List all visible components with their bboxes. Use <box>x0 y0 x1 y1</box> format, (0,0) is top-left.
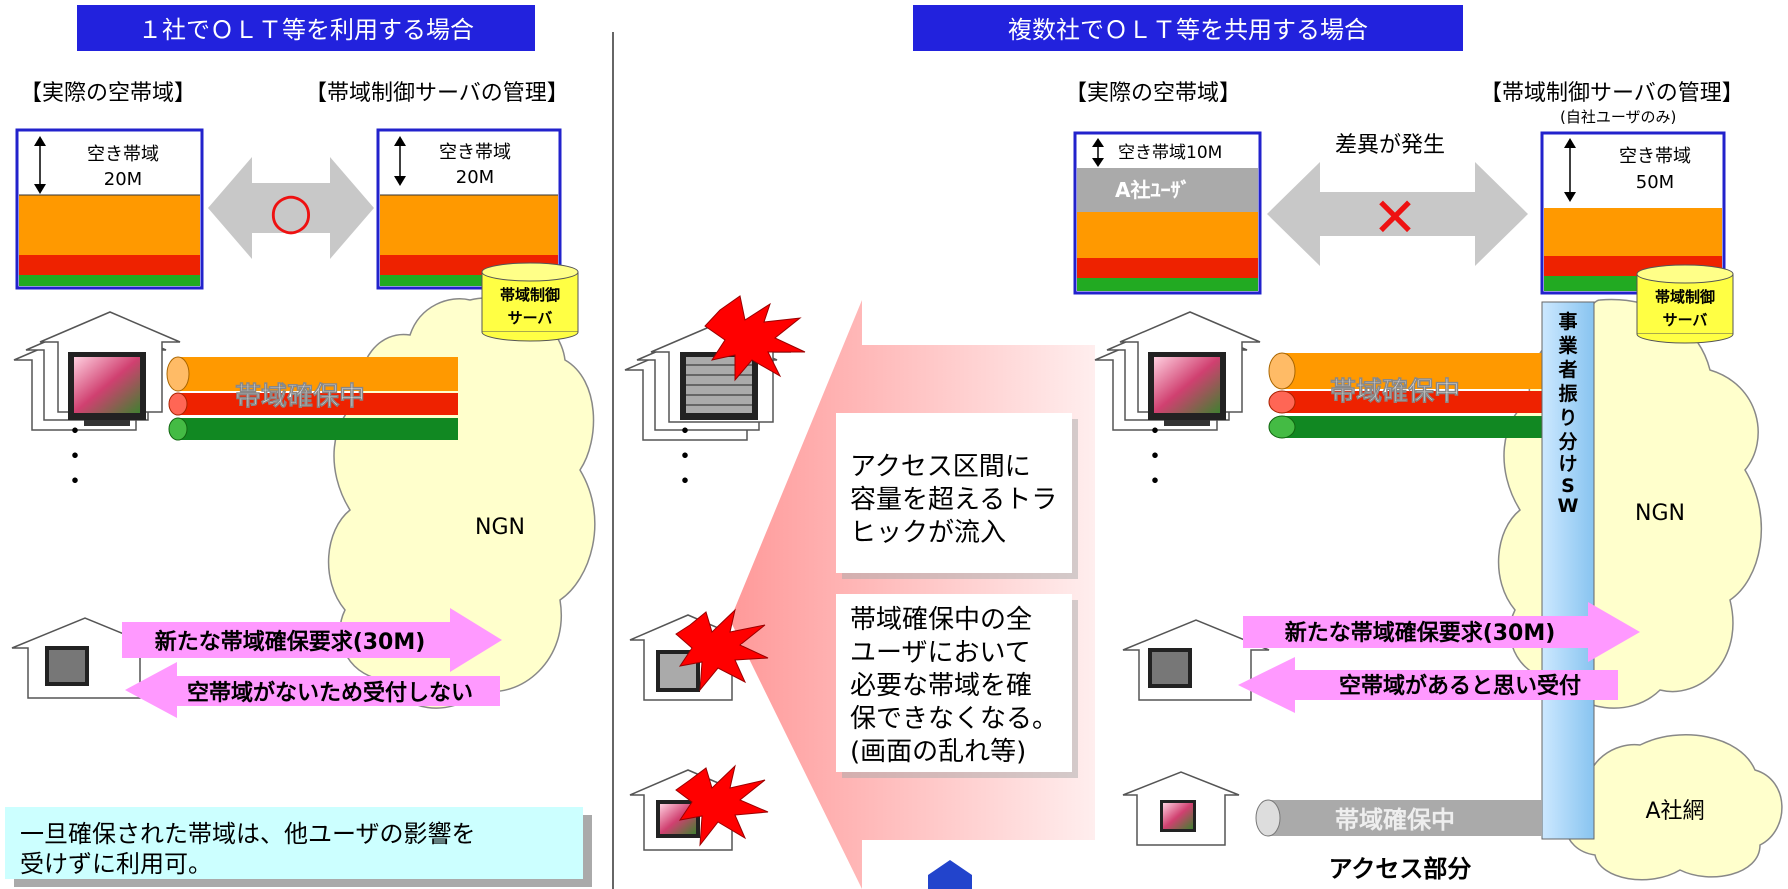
left-actual-bandwidth-box: 空き帯域 20M <box>15 128 204 290</box>
left-note-box: 一旦確保された帯域は、他ユーザの影響を 受けずに利用可。 <box>5 807 592 887</box>
left-compare-mark: ○ <box>269 182 313 240</box>
right-house-stack <box>1094 311 1261 431</box>
right-ellipsis-dots-1: ・ <box>1142 417 1168 447</box>
left-reject-label: 空帯域がないため受付しない <box>187 680 473 706</box>
left-server-db-line1: 帯域制御 <box>500 286 560 304</box>
right-title-bg <box>913 5 1463 51</box>
right-accept-arrow: 空帯域があると思い受付 <box>1238 657 1618 713</box>
right-actual-free-label: 空き帯域10M <box>1118 143 1222 163</box>
left-compare-arrow: ○ <box>208 157 374 259</box>
middle-ellipsis-dots-3: ・ <box>672 467 698 497</box>
left-server-free-value: 20M <box>456 167 494 188</box>
right-bandwidth-label: 帯域確保中 <box>1330 376 1460 407</box>
right-actual-label: 【実際の空帯域】 <box>1065 81 1241 106</box>
right-diff-label: 差異が発生 <box>1335 133 1445 158</box>
svg-text:け: け <box>1558 453 1577 475</box>
middle-house-stack <box>624 295 806 441</box>
left-bandwidth-pipes: 帯域確保中 <box>166 356 458 441</box>
left-actual-label: 【実際の空帯域】 <box>20 81 196 106</box>
left-request-label: 新たな帯域確保要求(30M) <box>155 629 426 655</box>
svg-text:業: 業 <box>1557 334 1578 357</box>
right-request-label: 新たな帯域確保要求(30M) <box>1285 620 1556 646</box>
alert-burst-icon <box>704 295 806 382</box>
svg-text:事: 事 <box>1558 310 1577 333</box>
left-server-db: 帯域制御 サーバ <box>481 262 579 342</box>
left-reject-arrow: 空帯域がないため受付しない <box>125 662 500 718</box>
right-ellipsis-dots-3: ・ <box>1142 467 1168 497</box>
right-ellipsis-dots-2: ・ <box>1142 442 1168 472</box>
left-server-db-line2: サーバ <box>508 309 553 327</box>
svg-text:S: S <box>1561 475 1575 497</box>
right-request-arrow: 新たな帯域確保要求(30M) <box>1243 602 1640 662</box>
left-title: １社でＯＬＴ等を利用する場合 <box>138 16 474 44</box>
right-bottom-house <box>1122 771 1240 846</box>
left-note-line2: 受けずに利用可。 <box>20 850 212 878</box>
page-marker-icon <box>928 860 972 889</box>
right-a-bandwidth-label: 帯域確保中 <box>1335 806 1455 834</box>
alert-burst-icon <box>675 764 769 847</box>
middle-house-3 <box>629 764 769 851</box>
middle-note2-line2: ユーザにおいて <box>850 638 1031 668</box>
middle-note2-line5: (画面の乱れ等) <box>850 737 1026 767</box>
carrier-sorting-switch-label: 事 業 者 振 り 分 け S W <box>1557 310 1578 517</box>
svg-text:W: W <box>1558 495 1579 517</box>
left-title-bg <box>77 5 535 51</box>
left-ellipsis-dots-2: ・ <box>62 442 88 472</box>
left-actual-free-label: 空き帯域 <box>87 144 159 165</box>
right-a-users-label: A社ﾕｰｻﾞ <box>1115 178 1190 202</box>
right-server-free-label: 空き帯域 <box>1619 146 1691 167</box>
middle-note-box-1: アクセス区間に 容量を超えるトラ ヒックが流入 <box>836 413 1078 579</box>
middle-ellipsis-dots-1: ・ <box>672 417 698 447</box>
left-actual-free-value: 20M <box>104 169 142 190</box>
middle-note1-line1: アクセス区間に <box>850 452 1031 482</box>
right-ngn-label: NGN <box>1635 501 1685 526</box>
right-compare-arrow: 差異が発生 ✕ <box>1267 133 1528 266</box>
carrier-sorting-switch <box>1541 301 1595 840</box>
right-server-db-line2: サーバ <box>1663 311 1708 329</box>
left-server-free-label: 空き帯域 <box>439 142 511 163</box>
right-a-network-label: A社網 <box>1645 799 1704 824</box>
middle-note2-line4: 保できなくなる。 <box>850 704 1058 734</box>
left-ngn-label: NGN <box>475 515 525 540</box>
right-a-bandwidth-pipe: 帯域確保中 <box>1255 799 1542 837</box>
right-server-db: 帯域制御 サーバ <box>1636 264 1734 344</box>
middle-note1-line2: 容量を超えるトラ <box>850 485 1057 515</box>
right-actual-bandwidth-box: 空き帯域10M A社ﾕｰｻﾞ <box>1073 131 1262 295</box>
right-server-db-line1: 帯域制御 <box>1655 288 1715 306</box>
svg-text:り: り <box>1558 407 1577 429</box>
left-bandwidth-label: 帯域確保中 <box>235 381 365 412</box>
middle-note1-line3: ヒックが流入 <box>850 518 1006 548</box>
right-access-label: アクセス部分 <box>1329 855 1472 883</box>
left-server-label: 【帯域制御サーバの管理】 <box>305 81 569 106</box>
right-accept-label: 空帯域があると思い受付 <box>1339 673 1581 699</box>
right-server-sublabel: (自社ユーザのみ) <box>1560 108 1676 126</box>
right-a-network-cloud: A社網 <box>1564 734 1783 881</box>
left-lone-house <box>11 617 159 699</box>
right-compare-mark: ✕ <box>1372 186 1417 249</box>
left-ellipsis-dots-3: ・ <box>62 467 88 497</box>
middle-note2-line1: 帯域確保中の全 <box>850 605 1032 635</box>
right-server-free-value: 50M <box>1636 172 1674 193</box>
middle-note-box-2: 帯域確保中の全 ユーザにおいて 必要な帯域を確 保できなくなる。 (画面の乱れ等… <box>836 594 1078 778</box>
left-house-stack <box>13 311 181 431</box>
right-lone-house <box>1122 619 1270 701</box>
middle-ellipsis-dots-2: ・ <box>672 442 698 472</box>
right-title: 複数社でＯＬＴ等を共用する場合 <box>1008 16 1368 44</box>
svg-text:分: 分 <box>1558 431 1577 453</box>
left-note-line1: 一旦確保された帯域は、他ユーザの影響を <box>20 820 476 848</box>
svg-text:者: 者 <box>1558 359 1577 381</box>
left-request-arrow: 新たな帯域確保要求(30M) <box>122 608 502 672</box>
middle-house-2 <box>629 608 769 701</box>
alert-burst-icon <box>675 608 769 692</box>
svg-text:振: 振 <box>1558 382 1577 405</box>
right-bandwidth-pipes: 帯域確保中 <box>1268 352 1542 439</box>
right-server-label: 【帯域制御サーバの管理】 <box>1480 81 1744 106</box>
middle-note2-line3: 必要な帯域を確 <box>850 671 1032 701</box>
left-ellipsis-dots-1: ・ <box>62 417 88 447</box>
